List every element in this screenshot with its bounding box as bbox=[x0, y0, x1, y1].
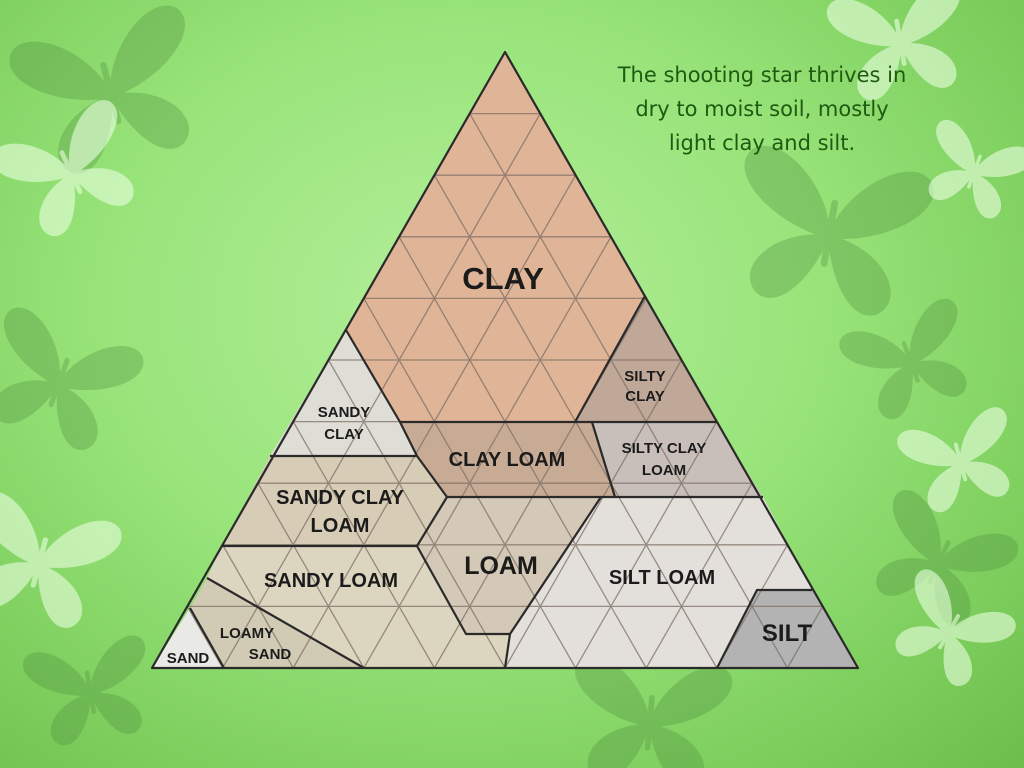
region-silt-loam bbox=[505, 497, 812, 668]
region-silty-clay bbox=[575, 296, 716, 422]
label-silt-loam: SILT LOAM bbox=[609, 567, 715, 589]
label-loamy-sand: SAND bbox=[249, 646, 292, 663]
region-silty-clay-loam bbox=[575, 422, 763, 497]
label-silty-clay-loam: LOAM bbox=[642, 462, 686, 479]
label-sandy-clay: CLAY bbox=[324, 426, 363, 443]
label-silty-clay: CLAY bbox=[625, 388, 664, 405]
label-silty-clay-loam: SILTY CLAY bbox=[622, 440, 707, 457]
region-boundaries bbox=[150, 50, 860, 670]
label-silt: SILT bbox=[762, 620, 813, 647]
region-loam bbox=[417, 497, 601, 634]
label-loam: LOAM bbox=[464, 552, 538, 580]
label-sandy-clay: SANDY bbox=[318, 404, 371, 421]
label-clay: CLAY bbox=[462, 261, 544, 296]
label-sandy-clay-loam: LOAM bbox=[311, 515, 370, 537]
region-silt bbox=[717, 590, 858, 668]
region-loamy-sand bbox=[190, 578, 364, 668]
region-labels: CLAY SILTY CLAY SANDY CLAY CLAY LOAM SIL… bbox=[167, 261, 813, 667]
caption-text: The shooting star thrives in dry to mois… bbox=[617, 63, 907, 155]
label-loamy-sand: LOAMY bbox=[220, 625, 274, 642]
region-clay-loam bbox=[400, 422, 615, 497]
label-sand: SAND bbox=[167, 650, 210, 667]
label-sandy-clay-loam: SANDY CLAY bbox=[276, 487, 404, 509]
label-clay-loam: CLAY LOAM bbox=[449, 449, 566, 471]
region-sand bbox=[152, 608, 224, 668]
region-sandy-clay bbox=[270, 330, 417, 456]
label-sandy-loam: SANDY LOAM bbox=[264, 570, 398, 592]
label-silty-clay: SILTY bbox=[624, 368, 665, 385]
region-sandy-clay-loam bbox=[222, 456, 447, 546]
